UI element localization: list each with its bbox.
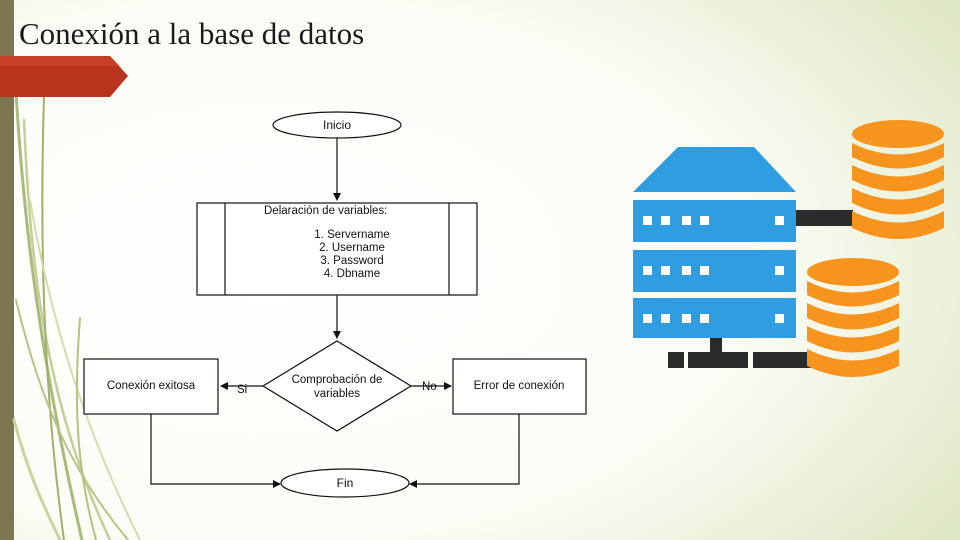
error-label: Error de conexión (474, 380, 565, 392)
variable-item: 2. Username (319, 242, 385, 254)
database-icon (852, 120, 944, 239)
end-label: Fin (337, 476, 354, 490)
network-connector (668, 210, 853, 368)
side-bar (0, 0, 14, 540)
grass-decoration (12, 58, 141, 540)
error-box: Error de conexión (452, 358, 587, 415)
yes-branch-label: Si (237, 384, 247, 396)
decision-label-line1: Comprobación de (292, 374, 383, 386)
decision-diamond: Comprobación de variables (261, 340, 413, 432)
database-icon (807, 258, 899, 377)
end-terminal: Fin (280, 468, 410, 498)
declaration-box: Delaración de variables: 1. Servername 2… (196, 202, 478, 296)
success-label: Conexión exitosa (107, 380, 196, 392)
accent-tab (0, 56, 128, 97)
variable-item: 1. Servername (314, 229, 389, 241)
start-terminal: Inicio (272, 111, 402, 139)
connector-success-to-end (150, 414, 281, 488)
variable-item: 3. Password (320, 255, 383, 267)
declaration-title: Delaración de variables: (264, 205, 387, 217)
no-branch-label: No (422, 381, 437, 393)
variable-item: 4. Dbname (324, 268, 380, 280)
connector-error-to-end (409, 414, 520, 488)
decision-label-line2: variables (314, 388, 360, 400)
start-label: Inicio (323, 118, 351, 132)
server-rack-icon (633, 147, 796, 338)
slide-title: Conexión a la base de datos (19, 16, 365, 51)
success-box: Conexión exitosa (83, 358, 219, 415)
